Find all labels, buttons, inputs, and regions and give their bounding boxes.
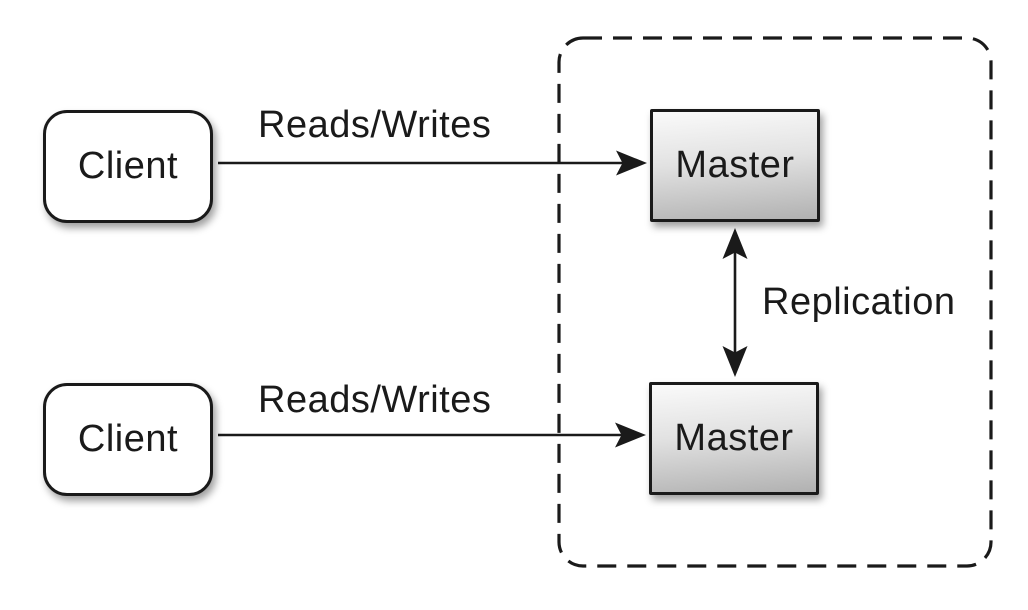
reads-writes-arrow-top	[218, 150, 647, 176]
client-node-bottom: Client	[43, 383, 213, 496]
master-cluster-dashed-border	[557, 36, 993, 568]
reads-writes-arrow-bottom	[218, 422, 646, 448]
client-node-bottom-label: Client	[77, 418, 179, 460]
reads-writes-label-top: Reads/Writes	[258, 104, 492, 146]
master-node-bottom: Master	[649, 382, 819, 495]
client-node-top: Client	[43, 110, 213, 223]
master-node-top: Master	[650, 109, 820, 222]
client-node-top-label: Client	[77, 145, 179, 187]
replication-label: Replication	[762, 281, 956, 323]
replication-arrow	[722, 228, 748, 377]
reads-writes-label-bottom: Reads/Writes	[258, 379, 492, 421]
master-node-bottom-label: Master	[674, 417, 794, 459]
master-node-top-label: Master	[675, 144, 795, 186]
